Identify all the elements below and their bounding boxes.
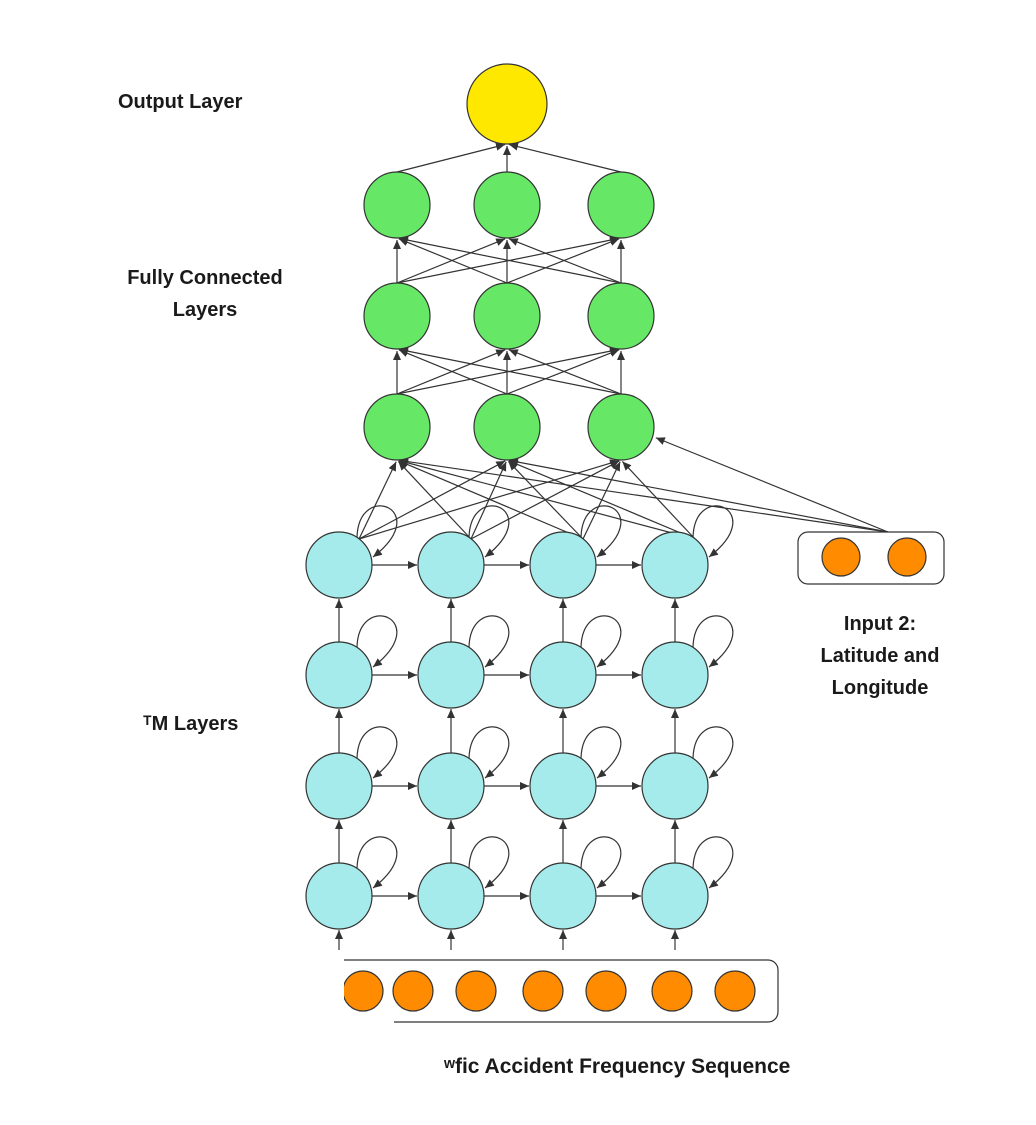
input-2-label-line-3: Longitude: [831, 677, 929, 699]
lstm-node: [529, 862, 597, 930]
lstm-node: [641, 531, 709, 599]
input-2-node: [887, 537, 927, 577]
lstm-node: [305, 641, 373, 709]
edge-input2-to-dense: [508, 458, 889, 533]
edge-dense-to-dense: [396, 238, 506, 284]
recurrent-loop: [356, 615, 398, 668]
edge-dense-to-output: [396, 142, 506, 173]
input-1-node: [392, 970, 434, 1012]
lstm-layers-label: ᵀM Layers: [143, 713, 239, 735]
recurrent-loop: [580, 615, 622, 668]
edge-lstm-to-dense: [582, 461, 621, 540]
edge-input2-to-dense: [398, 457, 889, 533]
edge-input2-to-dense: [655, 437, 889, 533]
fully-connected-label: Fully Connected Layers: [100, 262, 310, 326]
edge-lstm-to-dense: [358, 460, 506, 540]
input-2-label-line-1: Input 2:: [843, 613, 917, 635]
lstm-node: [305, 531, 373, 599]
edge-dense-to-dense: [506, 349, 620, 395]
recurrent-loop: [692, 836, 734, 889]
edge-lstm-to-dense: [507, 461, 584, 540]
edges-group: [335, 142, 889, 950]
edge-dense-to-dense: [508, 349, 622, 395]
lstm-node: [641, 752, 709, 820]
edge-lstm-to-dense: [508, 460, 696, 540]
recurrent-loop: [468, 505, 510, 558]
edge-lstm-to-dense: [398, 460, 584, 540]
lstm-node: [529, 531, 597, 599]
edge-lstm-to-dense: [397, 461, 472, 540]
crop-mask: [300, 1021, 394, 1041]
recurrent-loop: [468, 615, 510, 668]
dense-node: [363, 171, 431, 239]
recurrent-loop: [580, 505, 622, 558]
dense-node: [587, 393, 655, 461]
edge-lstm-to-dense: [621, 461, 696, 540]
edge-lstm-to-dense: [358, 461, 397, 540]
input-1-label: ʷfic Accident Frequency Sequence: [444, 1055, 791, 1078]
input-1-node: [455, 970, 497, 1012]
lstm-node: [417, 531, 485, 599]
dense-node: [363, 282, 431, 350]
edge-dense-to-dense: [398, 238, 508, 284]
lstm-node: [305, 862, 373, 930]
lstm-node: [641, 641, 709, 709]
nodes-group: [305, 63, 927, 1012]
output-layer-label: Output Layer: [118, 91, 243, 113]
recurrent-loop: [692, 615, 734, 668]
input-1-node: [651, 970, 693, 1012]
input-2-label-line-2: Latitude and: [820, 645, 940, 667]
lstm-node: [305, 752, 373, 820]
recurrent-loop: [580, 836, 622, 889]
dense-node: [587, 171, 655, 239]
input-1-node: [714, 970, 756, 1012]
dense-node: [473, 282, 541, 350]
dense-node: [587, 282, 655, 350]
lstm-node: [417, 752, 485, 820]
recurrent-loop: [468, 836, 510, 889]
lstm-node: [529, 752, 597, 820]
edge-dense-to-dense: [506, 238, 620, 284]
fully-connected-label-line-2: Layers: [172, 299, 238, 321]
edge-dense-to-dense: [396, 349, 506, 395]
fully-connected-label-line-1: Fully Connected: [127, 267, 283, 289]
dense-node: [473, 171, 541, 239]
recurrent-loops-group: [356, 505, 734, 889]
recurrent-loop: [692, 505, 734, 558]
dense-node: [473, 393, 541, 461]
recurrent-loop: [356, 726, 398, 779]
lstm-node: [641, 862, 709, 930]
edge-dense-to-dense: [398, 349, 508, 395]
recurrent-loop: [692, 726, 734, 779]
recurrent-loop: [356, 505, 398, 558]
output-node: [466, 63, 548, 145]
edge-dense-to-dense: [508, 238, 622, 284]
lstm-node: [417, 641, 485, 709]
input-2-label: Input 2: Latitude and Longitude: [800, 608, 960, 704]
input-2-node: [821, 537, 861, 577]
lstm-node: [529, 641, 597, 709]
lstm-node: [417, 862, 485, 930]
input-1-node: [522, 970, 564, 1012]
dense-node: [363, 393, 431, 461]
recurrent-loop: [468, 726, 510, 779]
recurrent-loop: [356, 836, 398, 889]
edge-lstm-to-dense: [398, 458, 696, 540]
edge-dense-to-output: [508, 142, 622, 173]
edge-dense-to-dense: [398, 236, 622, 284]
input-1-node: [342, 970, 384, 1012]
edge-dense-to-dense: [398, 347, 622, 395]
input-1-node: [585, 970, 627, 1012]
recurrent-loop: [580, 726, 622, 779]
